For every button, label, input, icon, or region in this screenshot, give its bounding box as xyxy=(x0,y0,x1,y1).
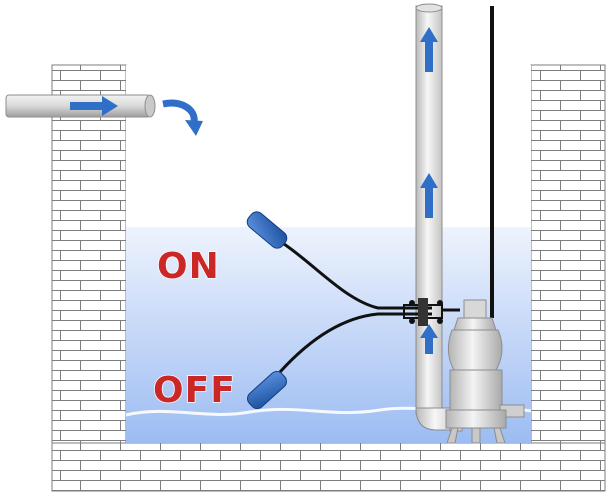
cable-clamp xyxy=(403,298,460,326)
float-cable-on xyxy=(283,242,432,310)
float-switch-off xyxy=(247,370,287,410)
brick-wall-right xyxy=(530,64,606,444)
brick-floor xyxy=(51,442,606,492)
inlet-flow-arrow xyxy=(70,96,118,116)
label-off: OFF xyxy=(153,370,236,411)
float-switch-on xyxy=(246,211,288,249)
inflow-curve-arrow xyxy=(162,99,203,136)
brick-wall-left xyxy=(51,64,127,444)
float-cable-off xyxy=(278,312,432,374)
submersible-pump xyxy=(445,299,525,444)
label-on: ON xyxy=(157,246,220,287)
discharge-flow-arrows xyxy=(420,27,438,354)
